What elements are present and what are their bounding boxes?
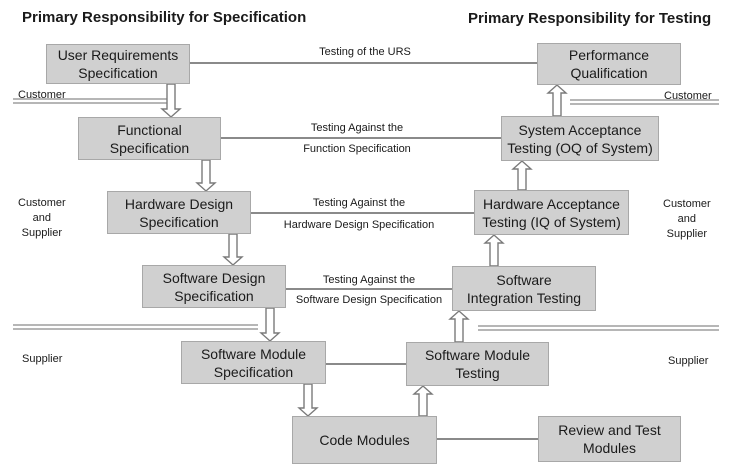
review-line-2: Modules — [583, 440, 636, 456]
smt-line-2: Testing — [455, 365, 500, 381]
arrow-down-sds-to-sms-icon — [259, 307, 281, 342]
pq-line-1: Performance — [568, 47, 650, 63]
connection-label-sds-2: Software Design Specification — [295, 294, 443, 306]
arrow-up-code-to-smt-icon — [412, 385, 434, 417]
fs-line-1: Functional — [117, 121, 182, 138]
party-cs-left-line-3: Supplier — [21, 227, 63, 239]
party-cs-left-line-2: and — [32, 212, 52, 224]
arrow-up-sat-to-pq-icon — [546, 84, 568, 117]
party-cs-left-line-1: Customer — [18, 197, 66, 209]
connection-label-hds-2: Hardware Design Specification — [283, 219, 435, 231]
smt-line-1: Software Module — [424, 347, 531, 363]
code-line-1: Code Modules — [319, 432, 410, 448]
sds-line-1: Software Design — [162, 269, 266, 286]
hat-line-2: Testing (IQ of System) — [482, 213, 621, 230]
party-cs-right-line-2: and — [677, 213, 697, 225]
sms-line-2: Specification — [213, 363, 294, 380]
arrow-up-smt-to-sit-icon — [448, 310, 470, 343]
heading-specification: Primary Responsibility for Specification — [22, 9, 307, 26]
urs-line-1: User Requirements — [57, 47, 179, 63]
review-line-1: Review and Test — [558, 422, 661, 438]
sms-line-1: Software Module — [200, 345, 307, 362]
party-cs-right-line-3: Supplier — [666, 228, 708, 240]
arrow-down-urs-to-fs-icon — [160, 83, 182, 118]
arrow-down-hds-to-sds-icon — [222, 233, 244, 266]
party-customer-supplier-right: Customer and Supplier — [663, 197, 711, 242]
sat-line-1: System Acceptance — [518, 121, 642, 138]
sat-line-2: Testing (OQ of System) — [507, 139, 653, 156]
code-modules-box: Code Modules — [292, 416, 437, 464]
connection-label-sds-1: Testing Against the — [322, 274, 416, 286]
arrow-up-sit-to-hat-icon — [483, 234, 505, 267]
arrow-up-hat-to-sat-icon — [511, 160, 533, 191]
connection-label-hds-1: Testing Against the — [312, 197, 406, 209]
hds-line-2: Specification — [139, 213, 219, 230]
arrow-down-fs-to-hds-icon — [195, 159, 217, 192]
urs-line-2: Specification — [78, 65, 158, 81]
heading-testing: Primary Responsibility for Testing — [468, 10, 712, 27]
party-cs-right-line-1: Customer — [663, 198, 711, 210]
connection-label-fs-1: Testing Against the — [310, 122, 404, 134]
arrow-down-sms-to-code-icon — [297, 383, 319, 417]
party-customer-supplier-left: Customer and Supplier — [18, 196, 66, 241]
sit-line-2: Integration Testing — [466, 289, 582, 306]
connection-label-fs-2: Function Specification — [303, 143, 411, 155]
party-customer-right: Customer — [664, 90, 712, 102]
fs-line-2: Specification — [109, 139, 190, 156]
party-supplier-right: Supplier — [668, 355, 709, 367]
pq-line-2: Qualification — [570, 65, 648, 81]
sit-line-1: Software — [496, 271, 552, 288]
connection-label-urs: Testing of the URS — [319, 46, 411, 58]
hds-line-1: Hardware Design — [124, 195, 234, 212]
hat-line-1: Hardware Acceptance — [483, 195, 620, 212]
party-customer-left: Customer — [18, 89, 66, 101]
party-supplier-left: Supplier — [22, 353, 63, 365]
sds-line-2: Specification — [174, 287, 254, 304]
